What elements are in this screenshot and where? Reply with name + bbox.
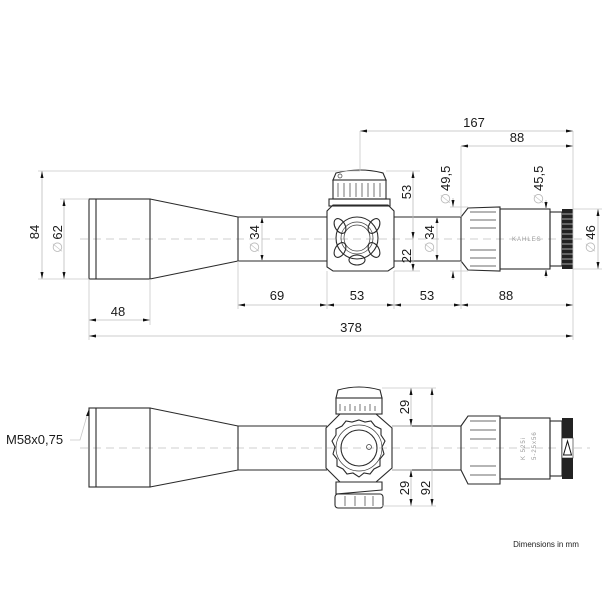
magnification-ring-ribs bbox=[470, 211, 496, 267]
thread-label: M58x0,75 bbox=[6, 432, 63, 447]
chain-arrows bbox=[238, 303, 573, 307]
eyepiece-neck-bottom bbox=[549, 420, 563, 477]
windage-base bbox=[335, 481, 383, 495]
dim-92-label: 92 bbox=[418, 481, 433, 495]
thread-leader bbox=[70, 411, 89, 441]
dim-53b-label: 53 bbox=[420, 288, 434, 303]
elevation-cap bbox=[335, 386, 383, 399]
turret-scale bbox=[332, 179, 387, 200]
taper-top-bottom bbox=[149, 407, 239, 427]
diopter-marker-window bbox=[561, 437, 574, 459]
units-note: Dimensions in mm bbox=[513, 540, 579, 549]
taper-bottom bbox=[149, 260, 239, 280]
dim-53-turret-label: 53 bbox=[399, 185, 414, 199]
dim-167-label: 167 bbox=[463, 115, 485, 130]
model-marking: K 525i bbox=[521, 437, 527, 460]
dim-46-label: ∅46 bbox=[583, 225, 598, 253]
dim-88-top-label: 88 bbox=[510, 130, 524, 145]
parallax-knob bbox=[331, 419, 386, 478]
dim-34-front-label: ∅34 bbox=[247, 225, 262, 253]
magnification-ring-bottom bbox=[460, 415, 501, 485]
dim-48-label: 48 bbox=[111, 304, 125, 319]
taper-top bbox=[149, 198, 239, 218]
dim-62-label: ∅62 bbox=[50, 225, 65, 253]
objective-bell bbox=[88, 198, 151, 280]
dim-29-bottom-label: 29 bbox=[397, 481, 412, 495]
objective-bell-bottom bbox=[88, 407, 151, 488]
saddle-top bbox=[326, 204, 395, 217]
dim-53a-label: 53 bbox=[350, 288, 364, 303]
dim-88-bottom-label: 88 bbox=[499, 288, 513, 303]
bottom-view: M58x0,75 bbox=[6, 386, 590, 509]
saddle-bottom bbox=[326, 261, 395, 272]
dim-69-label: 69 bbox=[270, 288, 284, 303]
dim-29-top-label: 29 bbox=[397, 400, 412, 414]
windage-knurl bbox=[344, 496, 374, 506]
dim-84-label: 84 bbox=[27, 225, 42, 239]
dim-45-5-label: ∅45,5 bbox=[531, 166, 546, 205]
mag-ring-ribs-bottom bbox=[470, 420, 496, 476]
top-view: KAHLES 84 ∅62 ∅34 bbox=[27, 115, 602, 340]
taper-bottom-bottom bbox=[149, 469, 239, 488]
magnification-ring bbox=[460, 206, 501, 272]
side-turret bbox=[333, 216, 381, 266]
turret-knurl-marks bbox=[337, 173, 381, 197]
dim-378-label: 378 bbox=[340, 320, 362, 335]
brand-marking: KAHLES bbox=[512, 237, 542, 243]
turret-cap bbox=[332, 169, 387, 181]
thread-leader-arrow bbox=[86, 409, 90, 416]
windage-cap bbox=[334, 493, 384, 509]
warning-triangle-icon bbox=[562, 439, 573, 456]
dim-22-label: 22 bbox=[399, 249, 414, 263]
magnification-marking: 5-25x56 bbox=[532, 431, 538, 460]
diopter-knurl-lines bbox=[562, 213, 573, 265]
dim-34-rear-label: ∅34 bbox=[422, 225, 437, 253]
dim-49-5-label: ∅49,5 bbox=[438, 166, 453, 205]
elevation-scale-marks bbox=[339, 404, 376, 411]
